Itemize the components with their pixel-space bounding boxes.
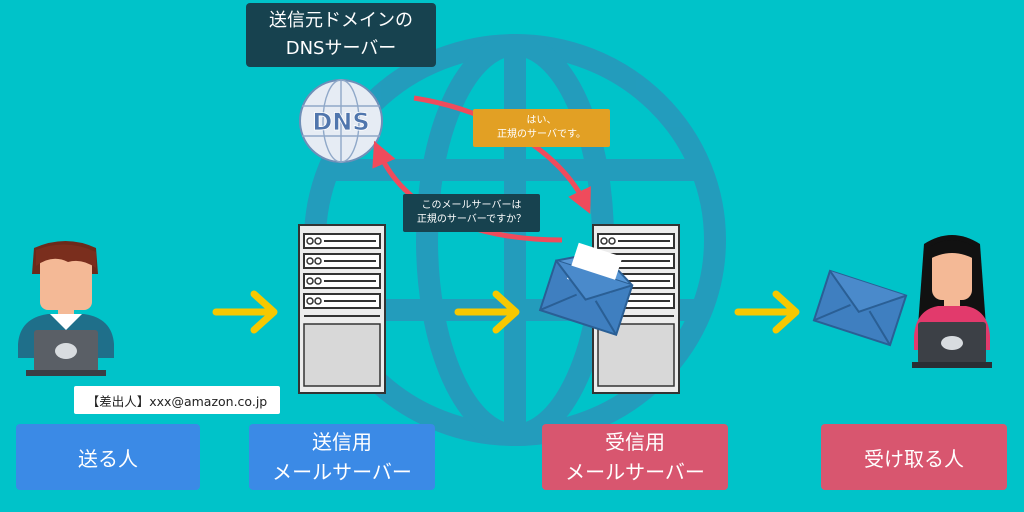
arrow-sender-to-server <box>212 290 278 334</box>
dns-question-bubble: このメールサーバーは 正規のサーバーですか？ <box>403 194 540 232</box>
sending-server-icon <box>298 224 386 394</box>
sender-label: 送る人 <box>16 424 200 490</box>
sender-from-header: 【差出人】xxx@amazon.co.jp <box>74 386 280 414</box>
receiving-server-label: 受信用 メールサーバー <box>542 424 728 490</box>
arrow-server-to-receiver <box>734 290 800 334</box>
dns-globe-icon: DNS <box>299 79 383 163</box>
arrow-server-to-server <box>454 290 520 334</box>
sending-server-label: 送信用 メールサーバー <box>249 424 435 490</box>
dns-icon-label: DNS <box>312 108 369 136</box>
receiver-person-icon <box>912 235 992 368</box>
receiver-label: 受け取る人 <box>821 424 1007 490</box>
dns-answer-bubble: はい、 正規のサーバです。 <box>473 109 610 147</box>
sender-person-icon <box>18 241 114 376</box>
open-envelope-icon <box>538 242 634 337</box>
closed-envelope-icon <box>812 269 908 347</box>
dns-server-title: 送信元ドメインの DNSサーバー <box>246 3 436 67</box>
